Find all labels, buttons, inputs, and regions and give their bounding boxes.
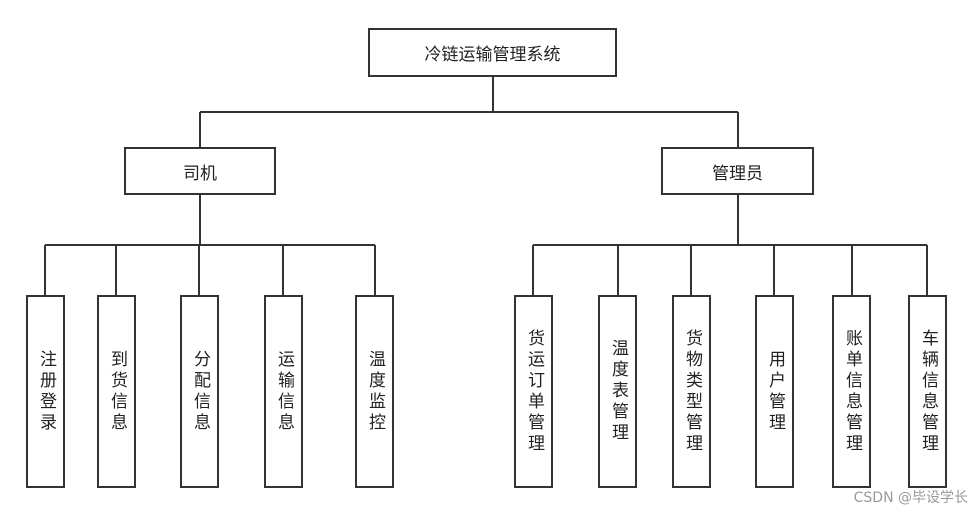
watermark: CSDN @毕设学长 (853, 490, 968, 506)
leaf-label: 车辆信息管理 (917, 328, 938, 455)
leaf-label: 温度监控 (364, 349, 385, 434)
leaf-label: 分配信息 (189, 349, 210, 434)
role-node-driver: 司机 (124, 147, 276, 195)
leaf-label: 货物类型管理 (681, 328, 702, 455)
leaf-node: 到货信息 (97, 295, 136, 488)
leaf-label: 温度表管理 (607, 339, 628, 444)
leaf-node: 货运订单管理 (514, 295, 553, 488)
leaf-label: 注册登录 (35, 349, 56, 434)
leaf-label: 到货信息 (106, 349, 127, 434)
leaf-node: 车辆信息管理 (908, 295, 947, 488)
leaf-label: 货运订单管理 (523, 328, 544, 455)
leaf-node: 用户管理 (755, 295, 794, 488)
leaf-node: 注册登录 (26, 295, 65, 488)
leaf-node: 账单信息管理 (832, 295, 871, 488)
leaf-node: 温度表管理 (598, 295, 637, 488)
leaf-node: 运输信息 (264, 295, 303, 488)
leaf-label: 用户管理 (764, 349, 785, 434)
role-label: 司机 (183, 163, 217, 184)
leaf-label: 账单信息管理 (841, 328, 862, 455)
root-label: 冷链运输管理系统 (424, 45, 561, 65)
role-label: 管理员 (712, 163, 763, 184)
leaf-label: 运输信息 (273, 349, 294, 434)
leaf-node: 货物类型管理 (672, 295, 711, 488)
role-node-admin: 管理员 (661, 147, 814, 195)
root-node: 冷链运输管理系统 (368, 28, 617, 77)
leaf-node: 分配信息 (180, 295, 219, 488)
leaf-node: 温度监控 (355, 295, 394, 488)
